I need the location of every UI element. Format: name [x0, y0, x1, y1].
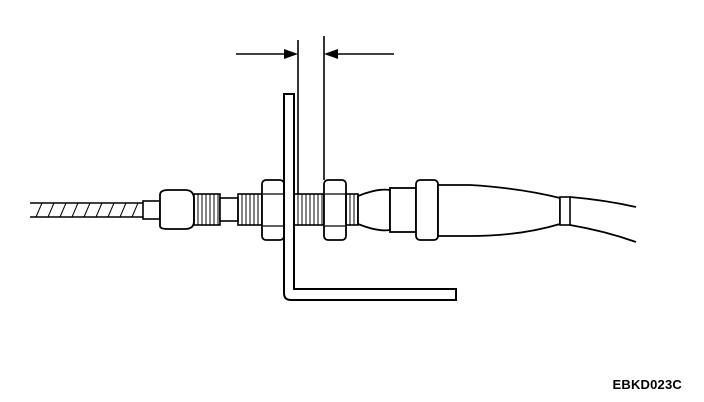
lock-nut-left: [261, 179, 285, 241]
wire-end-fitting: [142, 189, 195, 230]
l-bracket: [283, 93, 457, 301]
figure-code: EBKD023C: [612, 377, 682, 392]
arrow-right-icon: [284, 49, 298, 59]
threaded-rod-left: [193, 193, 263, 226]
inner-wire: [30, 202, 143, 218]
arrow-left-icon: [324, 49, 338, 59]
cable-housing: [345, 179, 637, 243]
lock-nut-right: [323, 179, 347, 241]
threaded-rod-center: [293, 193, 325, 226]
clearance-dimension: [236, 36, 394, 194]
